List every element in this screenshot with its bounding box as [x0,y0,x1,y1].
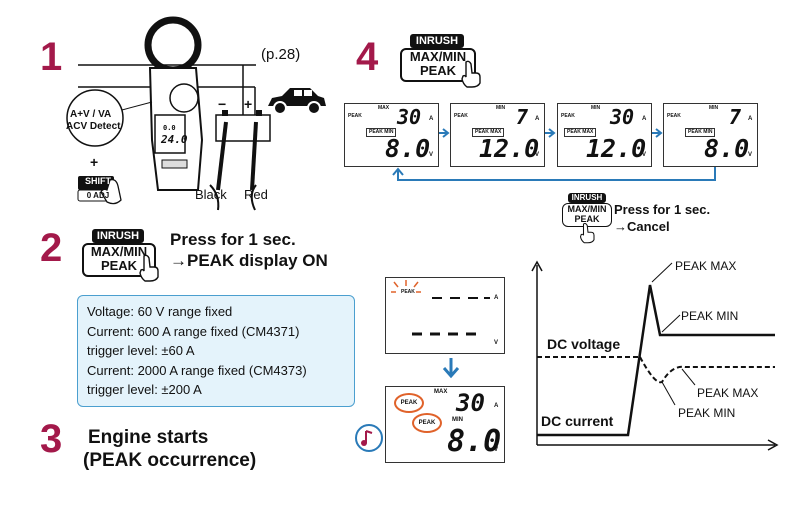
lcd-display-1: MAX PEAK 30 A PEAK MIN 8.0 V [344,103,439,167]
down-arrow-icon [441,356,461,385]
zero-adj-label: 0 ADJ [86,191,110,200]
maxmin-label: MAX/MIN [567,204,607,214]
lcd-unit-bottom: V [535,152,540,158]
lcd-top-value: 7 [516,105,529,129]
black-lead-label: Black [195,187,227,202]
dc-current-label: DC current [541,413,614,429]
range-info-box: Voltage: 60 V range fixed Current: 600 A… [77,295,355,407]
car-icon [264,86,328,121]
inrush-label: INRUSH [92,229,144,243]
peak-label: PEAK [574,214,600,224]
info-line: trigger level: ±200 A [87,382,202,397]
info-line: Current: 2000 A range fixed (CM4373) [87,362,307,378]
info-line: trigger level: ±60 A [87,343,195,358]
lcd-peak-label: PEAK [454,113,468,119]
lcd-peak-label: PEAK [561,113,575,119]
lcd-mode-label: MIN [496,105,506,111]
step2-press-line2: →PEAK display ON [170,251,328,270]
maxmin-label: MAX/MIN [90,244,148,259]
lcd-bottom-value: 12.0 [586,134,647,163]
cancel-line1: Press for 1 sec. [614,202,711,217]
acv-detect-label-line2: ACV Detect [66,121,121,132]
lcd-display-2: MIN PEAK 7 A PEAK MAX 12.0 V [450,103,545,167]
step-number-1: 1 [40,35,63,79]
lcd-unit-bottom: V [642,152,647,158]
acv-detect-label-line1: A+V / VA [70,109,112,120]
peak-highlight-a: PEAK [394,393,424,413]
pointing-hand-icon [460,60,484,93]
meter-readout-bottom: 24.0 [161,133,188,146]
dc-voltage-label: DC voltage [547,336,621,352]
peak-lcd-after: MAX MIN 30 A 8.0 V PEAK PEAK [385,386,505,463]
lcd-unit-bottom: V [429,152,434,158]
lcd-mode-box: PEAK MIN [366,128,397,137]
lcd-mode-label: MIN [452,417,463,423]
lcd-unit-top: A [748,116,753,122]
lcd-unit-top: A [494,295,499,301]
lcd-unit-top: A [535,116,540,122]
step3-line2: (PEAK occurrence) [83,450,257,471]
step2-press-line1: Press for 1 sec. [170,230,296,249]
info-line: Voltage: 60 V range fixed [87,304,233,319]
lcd-unit-top: A [494,403,499,409]
clamp-meter-wiring-diagram [60,10,320,215]
beep-icon [354,423,384,458]
lcd-mode-box: PEAK MAX [472,128,505,137]
lcd-mode-label: MAX [434,389,448,395]
step-number-2: 2 [40,226,63,270]
peak-lcd-before: PEAK A V [385,277,505,354]
lcd-display-4: MIN PEAK 7 A PEAK MIN 8.0 V [663,103,758,167]
lcd-bottom-value: 8.0 [385,134,431,163]
lcd-top-value: 30 [610,105,635,129]
step-number-4: 4 [356,35,379,79]
peak-max-top-label: PEAK MAX [675,259,737,273]
lcd-peak-label: PEAK [348,113,362,119]
minus-terminal-label: − [218,96,227,112]
plus-terminal-label: + [244,96,253,112]
maxmin-peak-button[interactable]: MAX/MIN PEAK [562,203,612,227]
peak-label: PEAK [100,258,138,273]
meter-readout-top: 0.0 [163,124,176,132]
red-lead-label: Red [244,187,268,202]
lcd-top-value: 30 [397,105,422,129]
info-line: Current: 600 A range fixed (CM4371) [87,323,300,339]
lcd-display-3: MIN PEAK 30 A PEAK MAX 12.0 V [557,103,652,167]
lcd-bottom-value: 12.0 [479,134,540,163]
lcd-mode-box: PEAK MAX [564,128,597,137]
step-number-3: 3 [40,417,63,461]
lcd-peak-label: PEAK [667,113,681,119]
inrush-label: INRUSH [410,34,464,48]
lcd-mode-label: MIN [709,105,719,111]
page-reference: (p.28) [261,46,301,63]
lcd-top-value: 7 [729,105,742,129]
lcd-unit-top: A [429,116,434,122]
cancel-line2: →Cancel [614,219,670,234]
pointing-hand-icon [579,222,597,249]
lcd-unit-bottom: V [494,447,499,453]
inrush-label: INRUSH [568,193,606,203]
lcd-peak-label: PEAK [401,289,415,295]
lcd-bottom-value: 8.0 [704,134,750,163]
step4-arrows [340,120,780,195]
shift-button-label: SHIFT [85,176,111,186]
peak-waveform-diagram [510,255,790,470]
peak-label: PEAK [419,63,457,78]
maxmin-label: MAX/MIN [409,49,467,64]
lcd-top-value: 30 [456,389,485,417]
plus-sign: + [90,154,99,170]
lcd-mode-box: PEAK MIN [685,128,716,137]
lcd-bottom-value: 8.0 [447,424,502,459]
lcd-unit-bottom: V [494,340,499,346]
lcd-unit-top: A [642,116,647,122]
lcd-mode-label: MAX [378,105,390,111]
peak-highlight-b: PEAK [412,413,442,433]
pointing-hand-icon [138,254,162,287]
lcd-mode-label: MIN [591,105,601,111]
lcd-unit-bottom: V [748,152,753,158]
peak-max-bottom-label: PEAK MAX [697,386,759,400]
step3-line1: Engine starts [88,427,209,448]
peak-min-top-label: PEAK MIN [681,309,739,323]
peak-min-bottom-label: PEAK MIN [678,406,736,420]
